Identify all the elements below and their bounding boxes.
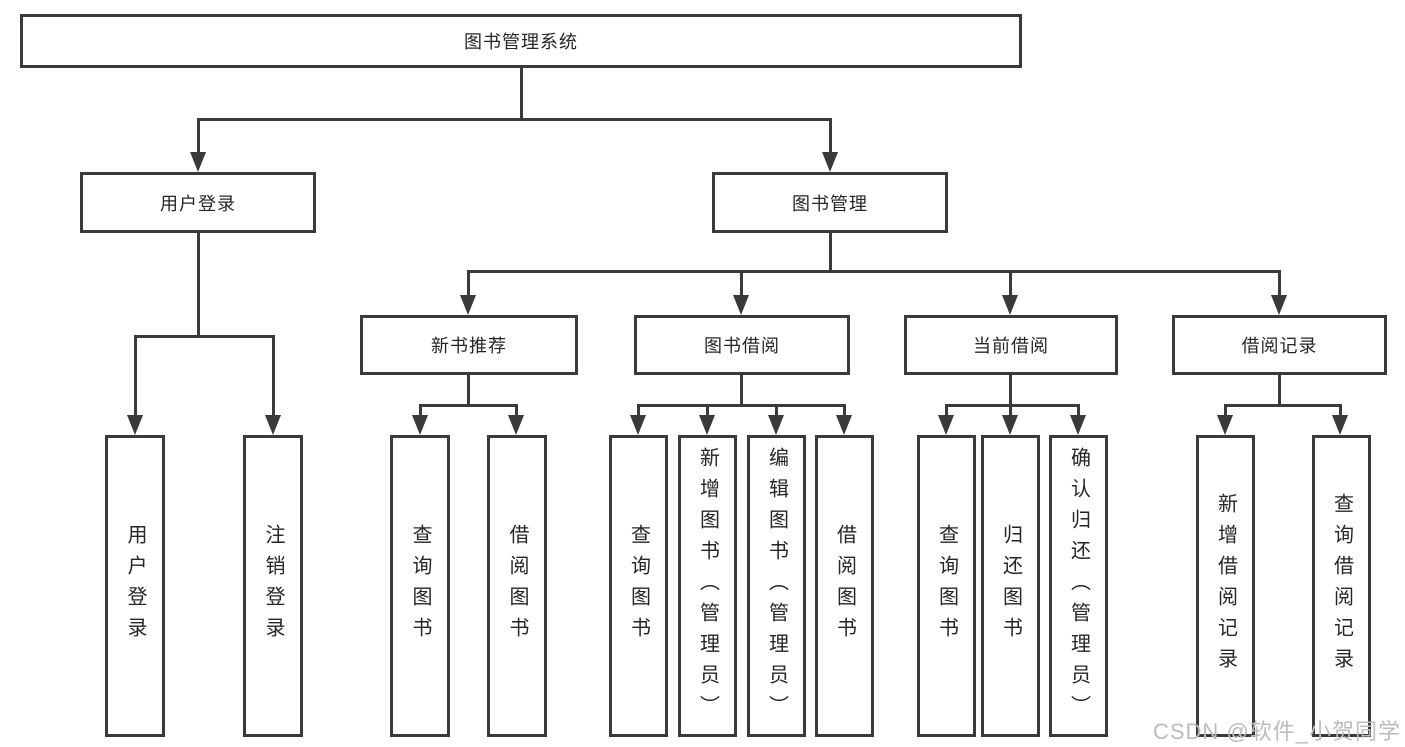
connector-drop-book-management (829, 118, 832, 152)
node-user-login: 用户登录 (80, 172, 316, 233)
connector-management-bus (467, 270, 1281, 273)
connector-drop (515, 404, 518, 415)
connector-root-bus (197, 118, 832, 121)
arrowhead-down-icon (630, 415, 646, 435)
arrowhead-down-icon (733, 295, 749, 315)
connector-drop-record (1278, 270, 1281, 296)
arrowhead-down-icon (1002, 295, 1018, 315)
connector-login-bus (134, 335, 275, 338)
leaf-label: 新增借阅记录 (1214, 493, 1237, 679)
arrowhead-down-icon (412, 415, 428, 435)
leaf-confirm-return-admin: 确认归还（管理员） (1049, 435, 1108, 737)
leaf-borrow-book: 借阅图书 (815, 435, 874, 737)
leaf-label: 查询图书 (627, 524, 650, 648)
connector-drop-recommend (467, 270, 470, 296)
leaf-return-book: 归还图书 (981, 435, 1040, 737)
arrowhead-down-icon (508, 415, 524, 435)
leaf-logout: 注销登录 (243, 435, 303, 737)
connector-drop-leaf-login (134, 335, 137, 415)
leaf-borrow-book-recommend: 借阅图书 (487, 435, 547, 737)
connector-management-stem (829, 233, 832, 272)
connector-drop (1009, 404, 1012, 415)
leaf-user-login: 用户登录 (105, 435, 165, 737)
connector-drop (1339, 404, 1342, 415)
leaf-query-book-current: 查询图书 (917, 435, 976, 737)
connector-recommend-stem (467, 375, 470, 406)
connector-drop (419, 404, 422, 415)
connector-current-bus (945, 404, 1080, 407)
connector-record-stem (1278, 375, 1281, 406)
leaf-label: 借阅图书 (506, 524, 528, 648)
connector-drop (1077, 404, 1080, 415)
node-book-borrow: 图书借阅 (634, 315, 850, 375)
leaf-add-borrow-record: 新增借阅记录 (1196, 435, 1255, 737)
leaf-label: 用户登录 (124, 524, 146, 648)
arrowhead-down-icon (1070, 415, 1086, 435)
arrowhead-down-icon (1002, 415, 1018, 435)
connector-login-stem (197, 233, 200, 337)
leaf-label: 查询图书 (409, 524, 431, 648)
connector-current-stem (1009, 375, 1012, 406)
leaf-label: 确认归还（管理员） (1067, 446, 1090, 726)
leaf-query-book-borrow: 查询图书 (609, 435, 668, 737)
leaf-add-book-admin: 新增图书（管理员） (678, 435, 737, 737)
connector-drop (843, 404, 846, 415)
connector-drop (706, 404, 709, 415)
arrowhead-down-icon (1332, 415, 1348, 435)
connector-drop (1224, 404, 1227, 415)
leaf-label: 借阅图书 (833, 524, 856, 648)
leaf-label: 新增图书（管理员） (696, 446, 719, 726)
arrowhead-down-icon (190, 152, 206, 172)
connector-borrow-bus (637, 404, 844, 407)
leaf-edit-book-admin: 编辑图书（管理员） (747, 435, 806, 737)
connector-drop (775, 404, 778, 415)
watermark-text: CSDN @软件_小贺同学 (1152, 719, 1401, 744)
connector-record-bus (1224, 404, 1341, 407)
arrowhead-down-icon (938, 415, 954, 435)
leaf-label: 编辑图书（管理员） (765, 446, 788, 726)
node-borrow-record: 借阅记录 (1172, 315, 1387, 375)
node-root-library-system: 图书管理系统 (20, 14, 1022, 68)
connector-borrow-stem (740, 375, 743, 406)
connector-drop-user-login (197, 118, 200, 152)
connector-drop-leaf-logout (272, 335, 275, 415)
leaf-label: 查询图书 (935, 524, 958, 648)
arrowhead-down-icon (460, 295, 476, 315)
leaf-query-borrow-record: 查询借阅记录 (1312, 435, 1371, 737)
connector-drop-current (1009, 270, 1012, 296)
connector-drop (945, 404, 948, 415)
arrowhead-down-icon (836, 415, 852, 435)
arrowhead-down-icon (265, 415, 281, 435)
arrowhead-down-icon (1271, 295, 1287, 315)
connector-drop-borrow (740, 270, 743, 296)
connector-root-stem (520, 68, 523, 120)
arrowhead-down-icon (127, 415, 143, 435)
connector-recommend-bus (419, 404, 518, 407)
arrowhead-down-icon (822, 152, 838, 172)
leaf-label: 归还图书 (999, 524, 1022, 648)
node-new-book-recommend: 新书推荐 (360, 315, 578, 375)
leaf-label: 查询借阅记录 (1330, 493, 1353, 679)
node-book-management: 图书管理 (712, 172, 948, 233)
arrowhead-down-icon (699, 415, 715, 435)
arrowhead-down-icon (1217, 415, 1233, 435)
connector-drop (637, 404, 640, 415)
leaf-label: 注销登录 (262, 524, 284, 648)
arrowhead-down-icon (768, 415, 784, 435)
leaf-query-book-recommend: 查询图书 (390, 435, 450, 737)
node-current-borrow: 当前借阅 (904, 315, 1118, 375)
